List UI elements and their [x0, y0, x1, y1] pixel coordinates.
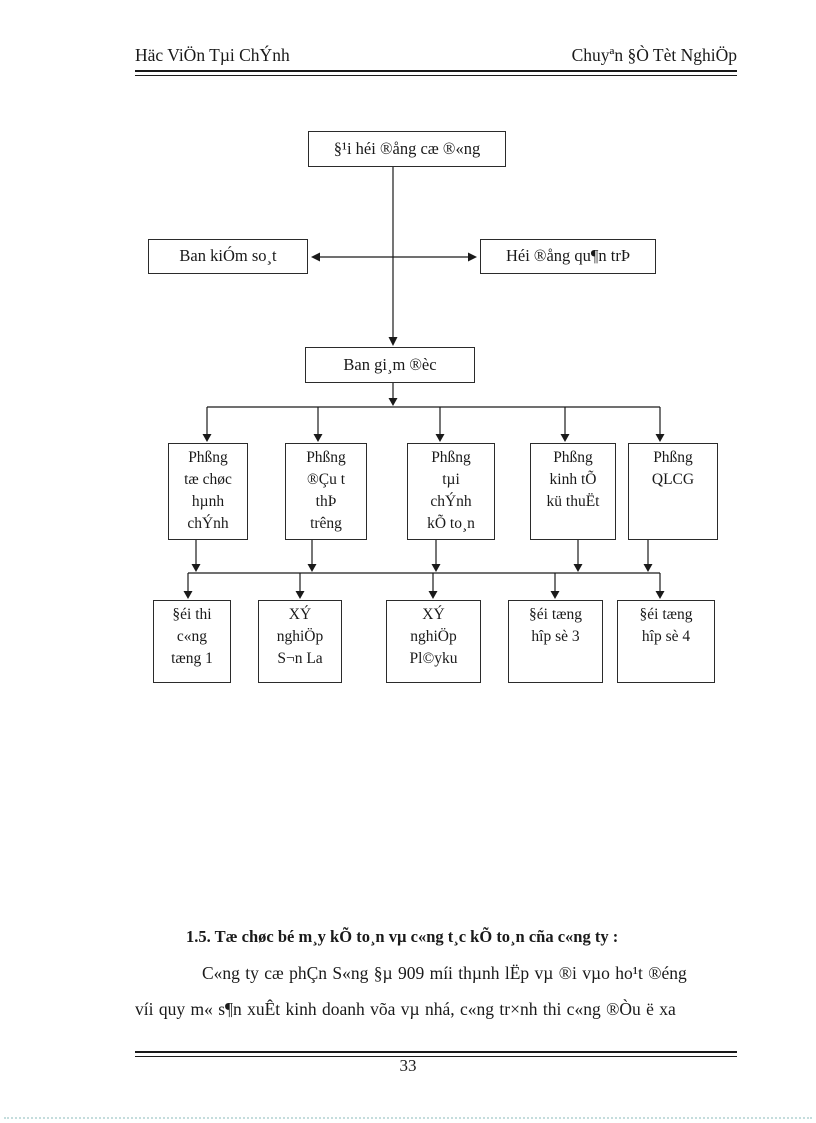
org-box-management-board: Héi ®ång qu¶n trÞ [480, 239, 656, 274]
org-box-directors-board: Ban gi¸m ®èc [305, 347, 475, 383]
org-box-unit-5: §éi tæng hîp sè 4 [617, 600, 715, 683]
org-box-unit-2: XÝ nghiÖp S¬n La [258, 600, 342, 683]
header-right-text: Chuyªn §Ò Tèt NghiÖp [571, 45, 737, 65]
org-box-general-meeting: §¹i héi ®ång cæ ®«ng [308, 131, 506, 167]
header-left-text: Häc ViÖn Tµi ChÝnh [135, 45, 290, 65]
page-bottom-guide [4, 1117, 812, 1119]
header-divider [135, 70, 737, 76]
org-box-unit-4: §éi tæng hîp sè 3 [508, 600, 603, 683]
org-box-department-investment: Phßng ®Çu t thÞ trêng [285, 443, 367, 540]
org-box-unit-3: XÝ nghiÖp Pl©yku [386, 600, 481, 683]
page-number: 33 [399, 1056, 417, 1075]
org-box-department-admin: Phßng tæ chøc hµnh chÝnh [168, 443, 248, 540]
org-box-supervisory-board: Ban kiÓm so¸t [148, 239, 308, 274]
org-box-department-qlcg: Phßng QLCG [628, 443, 718, 540]
org-box-department-finance: Phßng tµi chÝnh kÕ to¸n [407, 443, 495, 540]
footer-divider [135, 1051, 737, 1057]
body-paragraph-line-1: C«ng ty cæ phÇn S«ng §µ 909 míi thµnh lË… [202, 963, 687, 983]
body-paragraph-line-2: víi quy m« s¶n xuÊt kinh doanh võa vµ nh… [135, 999, 676, 1019]
section-heading: 1.5. Tæ chøc bé m¸y kÕ to¸n vµ c«ng t¸c … [186, 927, 619, 946]
org-box-unit-1: §éi thi c«ng tæng 1 [153, 600, 231, 683]
org-box-department-technical: Phßng kinh tÕ kü thuËt [530, 443, 616, 540]
